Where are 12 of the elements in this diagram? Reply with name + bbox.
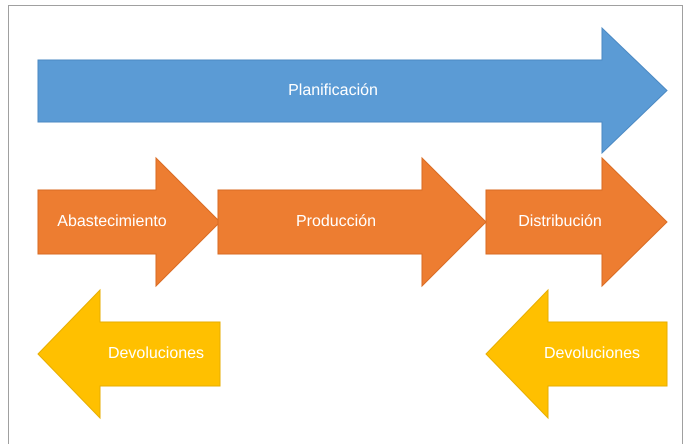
arrow-label: Distribución [518, 213, 602, 231]
process-step-shape [38, 28, 667, 153]
arrow-label: Producción [296, 213, 376, 231]
process-step-shape [486, 290, 667, 418]
process-step-shape [38, 290, 220, 418]
process-step-shape [38, 158, 220, 286]
arrow-label: Planificación [288, 82, 378, 100]
process-step-shape [486, 158, 667, 286]
arrow-label: Devoluciones [108, 345, 204, 363]
arrow-label: Abastecimiento [57, 213, 167, 231]
process-step-shape [218, 158, 486, 286]
arrow-label: Devoluciones [544, 345, 640, 363]
